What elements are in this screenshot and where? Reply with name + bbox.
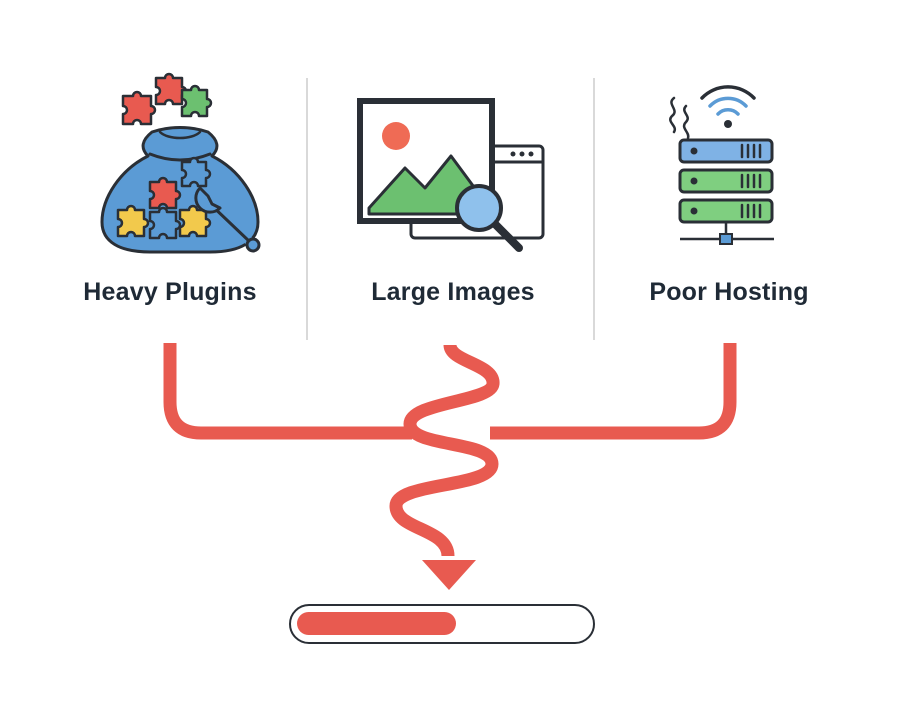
flow-line-left (163, 343, 412, 440)
flow-line-middle (389, 343, 500, 558)
image-magnifier-icon (355, 96, 550, 258)
loading-bar-fill (297, 612, 456, 635)
flow-arrow-head (422, 560, 476, 590)
loading-bar-icon (289, 604, 595, 644)
column-divider-left (306, 78, 308, 340)
cause-label-heavy-plugins: Heavy Plugins (83, 278, 257, 306)
flow-line-right (490, 343, 737, 440)
server-icon (662, 84, 782, 250)
column-divider-right (593, 78, 595, 340)
cause-label-large-images: Large Images (371, 278, 535, 306)
cause-label-poor-hosting: Poor Hosting (649, 278, 809, 306)
plugin-bag-icon (90, 70, 270, 260)
